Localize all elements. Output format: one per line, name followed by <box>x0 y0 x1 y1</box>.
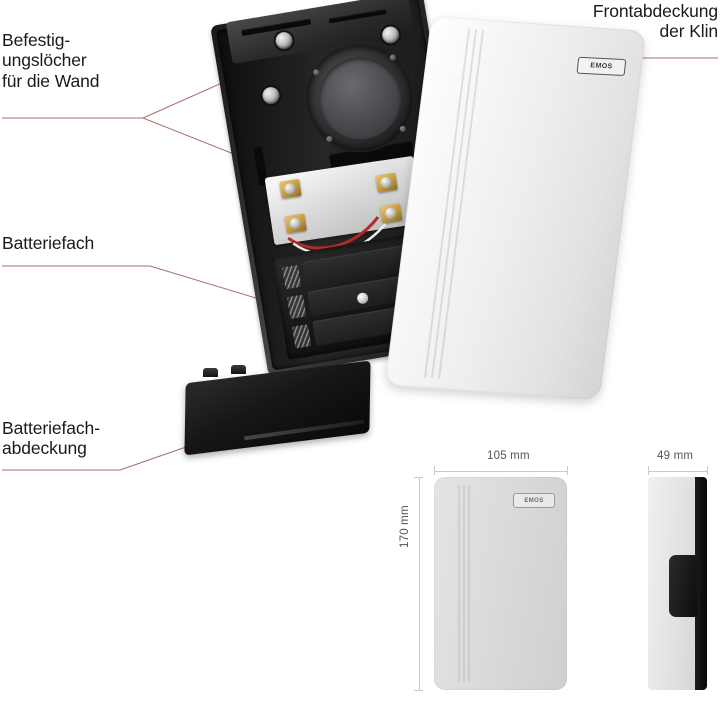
battery-spring <box>282 264 302 290</box>
battery-spring <box>291 324 312 349</box>
dimension-tick <box>414 690 423 691</box>
black-chassis <box>210 0 481 377</box>
side-view-mount-tab <box>669 555 697 617</box>
dimension-tick <box>434 466 435 475</box>
dimension-height-label: 170 mm <box>399 505 411 548</box>
cover-rib <box>468 485 470 682</box>
dimension-line-height <box>419 477 420 690</box>
dimension-line-depth <box>648 471 707 472</box>
exploded-assembly: EMOS <box>184 0 670 460</box>
label-battery-compartment: Batteriefach <box>2 233 95 253</box>
dimension-tick <box>567 466 568 475</box>
battery-spring <box>286 294 307 319</box>
label-mounting-holes: Befestig- ungslöcher für die Wand <box>2 30 100 91</box>
dimension-depth-label: 49 mm <box>657 450 694 462</box>
white-front-cover: EMOS <box>384 15 647 401</box>
front-view-ribs <box>458 485 472 682</box>
label-front-cover: Frontabdeckung der Klin <box>592 1 718 42</box>
dimension-tick <box>414 477 423 478</box>
emos-logo-badge: EMOS <box>576 56 627 77</box>
cover-rib <box>458 485 460 682</box>
battery-cover-tab <box>231 365 246 374</box>
battery-cover-tab <box>203 368 218 377</box>
dimension-tick <box>648 466 649 475</box>
side-view-back-strip <box>695 477 707 690</box>
product-front-view: EMOS <box>434 477 567 690</box>
black-battery-cover <box>184 360 371 456</box>
cover-rib <box>463 485 465 682</box>
product-side-view <box>648 477 707 690</box>
label-battery-cover: Batteriefach- abdeckung <box>2 418 100 459</box>
dimension-tick <box>707 466 708 475</box>
dimension-width-label: 105 mm <box>487 450 530 462</box>
emos-logo-badge: EMOS <box>513 493 555 508</box>
dimension-line-width <box>434 471 567 472</box>
